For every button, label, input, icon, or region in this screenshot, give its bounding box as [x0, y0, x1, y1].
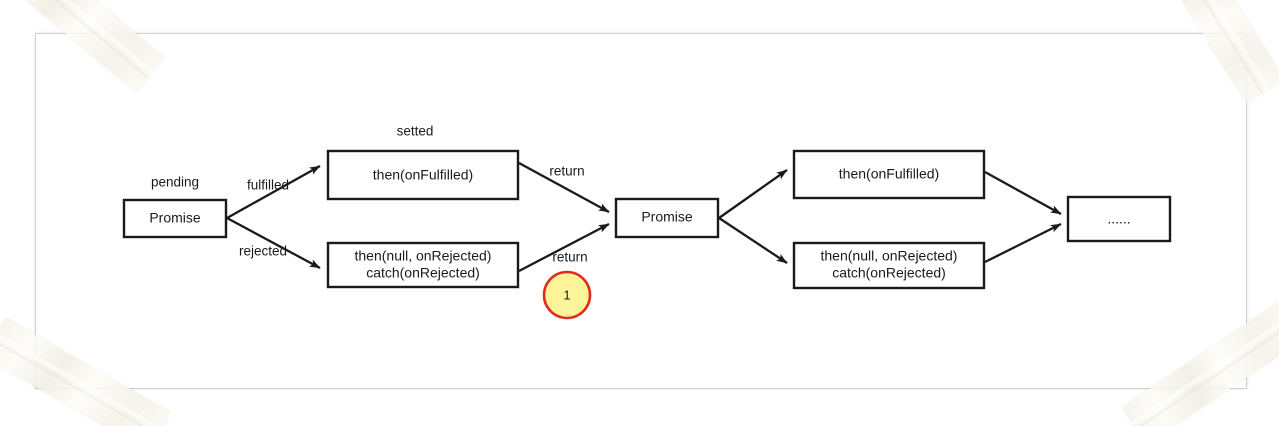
edge-rejected-to-promise2 [518, 222, 610, 273]
node-then-onrejected-1-label-line2: catch(onRejected) [366, 265, 480, 281]
node-then-onrejected-2-label-line1: then(null, onRejected) [821, 248, 958, 264]
edge-promise1-to-fulfilled [226, 164, 321, 220]
edge-promise2-to-rejected2 [718, 217, 788, 264]
edge-promise2-to-fulfilled2 [718, 169, 788, 219]
edge-label-return-bottom: return [552, 250, 587, 265]
node-ellipsis-more-label: ...... [1107, 211, 1130, 227]
node-then-onfulfilled-2[interactable]: then(onFulfilled) [792, 149, 986, 200]
node-then-onfulfilled-1[interactable]: then(onFulfilled) [326, 149, 520, 201]
node-then-onfulfilled-1-label: then(onFulfilled) [373, 167, 473, 183]
edge-label-fulfilled: fulfilled [247, 178, 289, 193]
state-label-pending: pending [151, 175, 199, 190]
node-then-onfulfilled-2-label: then(onFulfilled) [839, 166, 939, 182]
edge-fulfilled-to-promise2 [518, 161, 610, 214]
edge-label-return-top: return [549, 164, 584, 179]
node-then-onrejected-1[interactable]: then(null, onRejected) catch(onRejected) [326, 241, 520, 289]
node-then-onrejected-2[interactable]: then(null, onRejected) catch(onRejected) [792, 241, 986, 290]
node-promise-initial[interactable]: Promise [122, 198, 228, 239]
edge-rejected2-to-more [984, 222, 1062, 264]
node-then-onrejected-1-label-line1: then(null, onRejected) [355, 248, 492, 264]
node-promise-initial-label: Promise [149, 210, 201, 226]
node-ellipsis-more[interactable]: ...... [1066, 195, 1172, 243]
annotation-badge-1[interactable]: 1 [542, 270, 592, 320]
node-promise-returned-label: Promise [641, 209, 693, 225]
edge-promise1-to-rejected [226, 216, 321, 270]
node-then-onrejected-2-label-line2: catch(onRejected) [832, 265, 946, 281]
edge-fulfilled2-to-more [984, 170, 1062, 216]
edge-label-rejected: rejected [239, 244, 287, 259]
state-label-setted: setted [397, 124, 434, 139]
node-promise-returned[interactable]: Promise [614, 197, 720, 239]
annotation-badge-1-label: 1 [563, 287, 570, 302]
